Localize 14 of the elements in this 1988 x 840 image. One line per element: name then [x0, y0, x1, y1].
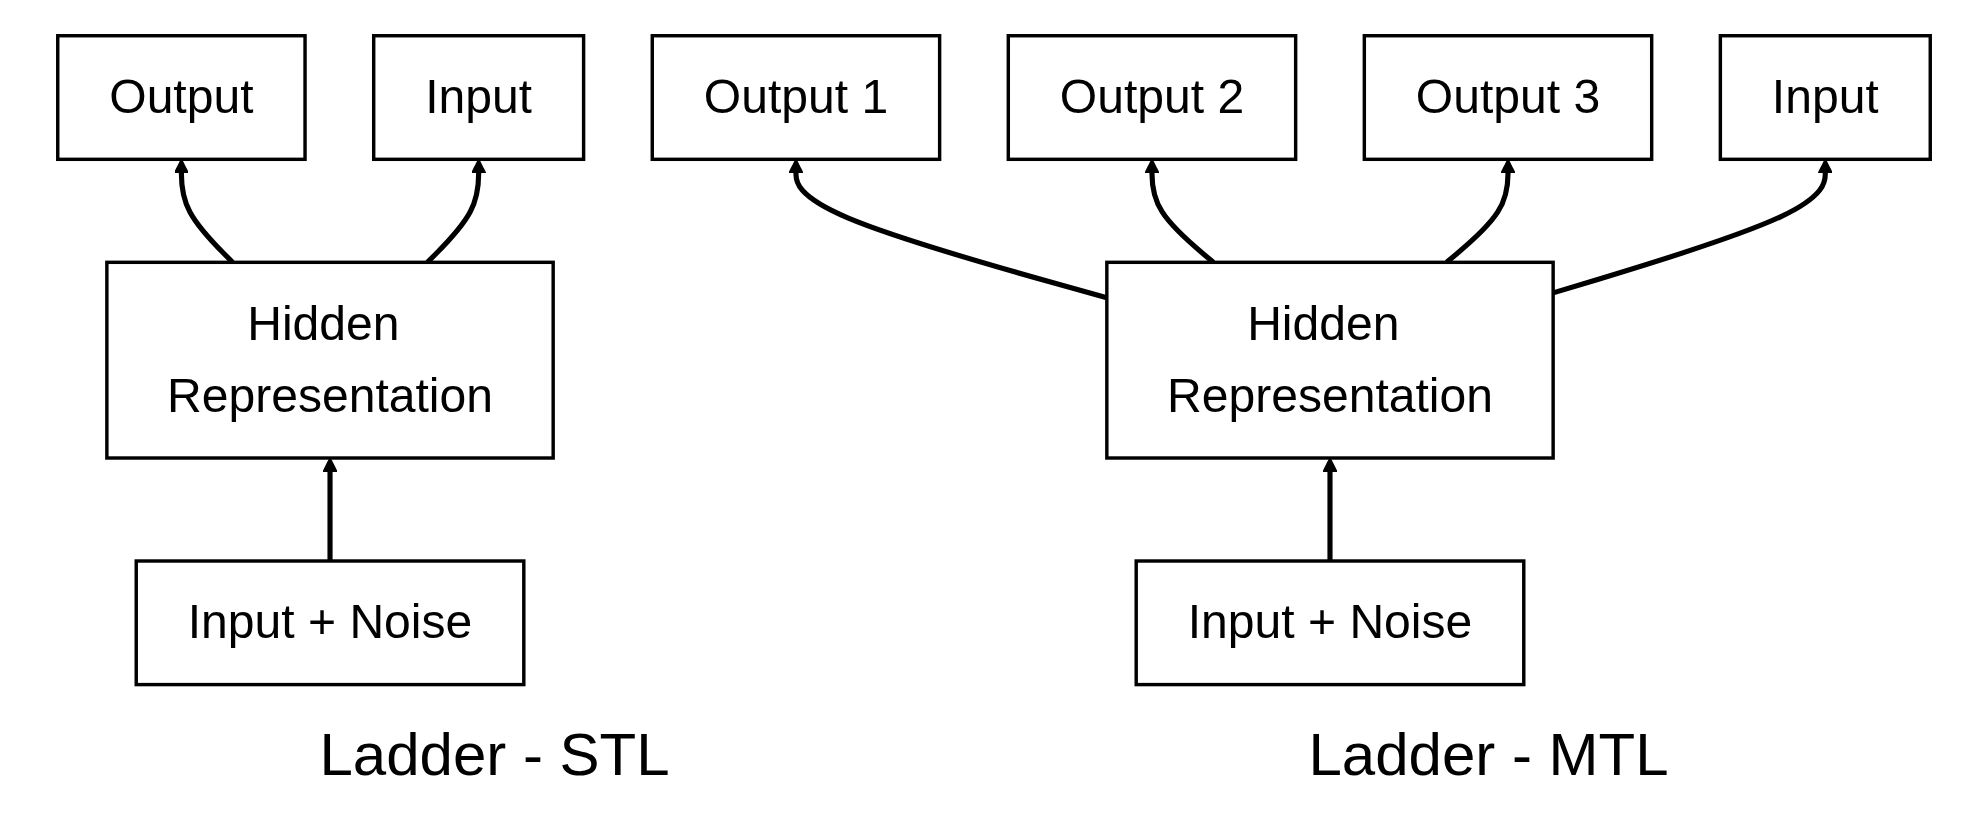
node-box: Output: [56, 33, 307, 161]
node-box: Input + Noise: [1134, 559, 1526, 687]
node-box: Input: [1718, 33, 1932, 161]
arrow: [322, 457, 338, 561]
node-box: Input: [372, 33, 586, 161]
node-box: Hidden Representation: [1105, 260, 1555, 460]
node-box: Hidden Representation: [105, 260, 555, 460]
node-box: Output 2: [1006, 33, 1298, 161]
diagram-caption: Ladder - STL: [319, 720, 670, 789]
node-box: Input + Noise: [134, 559, 526, 687]
diagram-caption: Ladder - MTL: [1308, 720, 1669, 789]
arrow: [1322, 457, 1338, 561]
node-box: Output 1: [650, 33, 942, 161]
node-box: Output 3: [1362, 33, 1654, 161]
